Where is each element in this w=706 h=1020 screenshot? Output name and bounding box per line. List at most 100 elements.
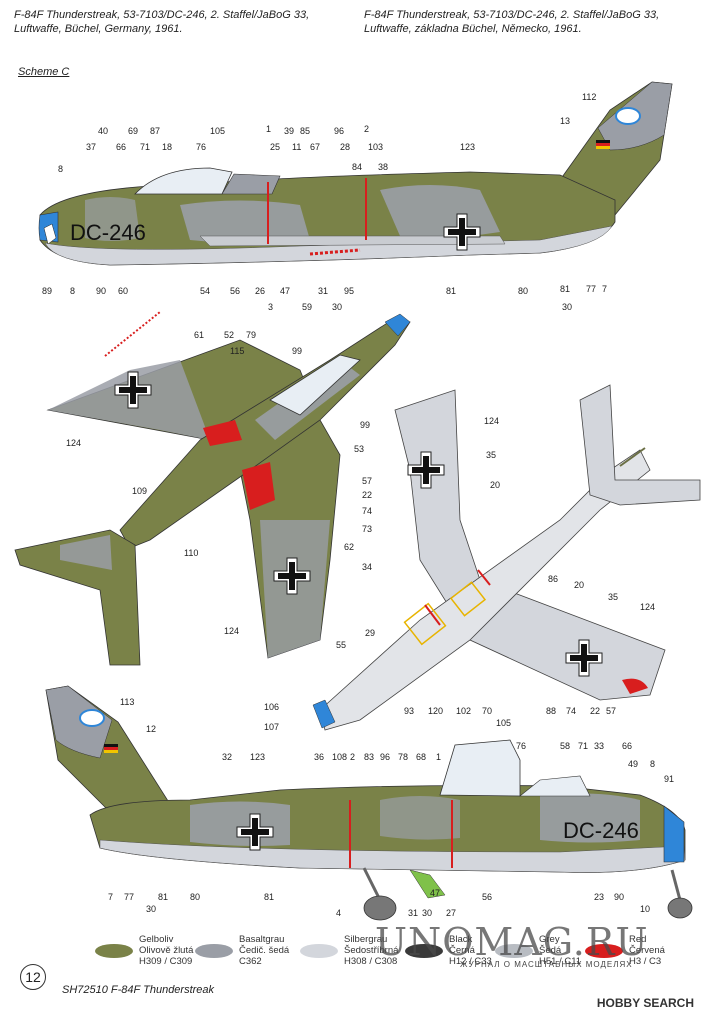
callout-number: 18 bbox=[162, 142, 172, 152]
callout-number: 93 bbox=[404, 706, 414, 716]
callout-number: 49 bbox=[628, 759, 638, 769]
callout-number: 108 bbox=[332, 752, 347, 762]
callout-number: 124 bbox=[484, 416, 499, 426]
swatch-color bbox=[495, 944, 533, 958]
callout-number: 56 bbox=[482, 892, 492, 902]
callout-number: 25 bbox=[270, 142, 280, 152]
callout-number: 30 bbox=[332, 302, 342, 312]
callout-number: 38 bbox=[378, 162, 388, 172]
callout-number: 11 bbox=[292, 142, 301, 152]
callout-number: 29 bbox=[365, 628, 375, 638]
caption-english: F-84F Thunderstreak, 53-7103/DC-246, 2. … bbox=[14, 9, 310, 35]
callout-number: 47 bbox=[280, 286, 290, 296]
callout-number: 76 bbox=[516, 741, 526, 751]
callout-number: 99 bbox=[360, 420, 370, 430]
callout-number: 33 bbox=[594, 741, 604, 751]
callout-number: 30 bbox=[146, 904, 156, 914]
callout-number: 81 bbox=[158, 892, 168, 902]
callout-number: 89 bbox=[42, 286, 52, 296]
callout-number: 2 bbox=[364, 124, 369, 134]
callout-number: 88 bbox=[546, 706, 556, 716]
callout-number: 47 bbox=[430, 888, 440, 898]
callout-number: 59 bbox=[302, 302, 312, 312]
callout-number: 60 bbox=[118, 286, 128, 296]
watermark-subtitle: ЖУРНАЛ О МАСШТАБНЫХ МОДЕЛЯХ bbox=[460, 960, 633, 969]
callout-number: 112 bbox=[582, 92, 596, 102]
callout-number: 73 bbox=[362, 524, 372, 534]
callout-number: 69 bbox=[128, 126, 138, 136]
callout-number: 23 bbox=[594, 892, 604, 902]
callout-number: 86 bbox=[548, 574, 558, 584]
callout-number: 2 bbox=[350, 752, 355, 762]
brand-logo-text: HOBBY SEARCH bbox=[596, 996, 694, 1010]
callout-number: 39 bbox=[284, 126, 294, 136]
swatch-color bbox=[585, 944, 623, 958]
callout-number: 7 bbox=[602, 284, 607, 294]
callout-number: 81 bbox=[446, 286, 456, 296]
callout-number: 80 bbox=[518, 286, 528, 296]
callout-number: 83 bbox=[364, 752, 374, 762]
callout-number: 76 bbox=[196, 142, 206, 152]
callout-number: 67 bbox=[310, 142, 320, 152]
callout-number: 8 bbox=[650, 759, 655, 769]
callout-number: 80 bbox=[190, 892, 200, 902]
callout-number: 87 bbox=[150, 126, 160, 136]
callout-number: 109 bbox=[132, 486, 147, 496]
callout-number: 10 bbox=[640, 904, 650, 914]
callout-number: 26 bbox=[255, 286, 265, 296]
bottom-profile-code: DC-246 bbox=[563, 818, 639, 843]
callout-number: 81 bbox=[560, 284, 570, 294]
page-number: 12 bbox=[20, 964, 46, 990]
callout-number: 71 bbox=[140, 142, 150, 152]
callout-number: 66 bbox=[116, 142, 126, 152]
callout-number: 8 bbox=[70, 286, 75, 296]
callout-number: 115 bbox=[230, 346, 244, 356]
callout-number: 106 bbox=[264, 702, 279, 712]
callout-number: 56 bbox=[230, 286, 240, 296]
callout-number: 37 bbox=[86, 142, 96, 152]
swatch-color bbox=[300, 944, 338, 958]
callout-number: 96 bbox=[334, 126, 344, 136]
callout-number: 53 bbox=[354, 444, 364, 454]
callout-number: 99 bbox=[292, 346, 302, 356]
callout-number: 74 bbox=[566, 706, 576, 716]
callout-number: 34 bbox=[362, 562, 372, 572]
callout-number: 27 bbox=[446, 908, 456, 918]
callout-number: 22 bbox=[590, 706, 600, 716]
callout-number: 79 bbox=[246, 330, 256, 340]
callout-number: 40 bbox=[98, 126, 108, 136]
callout-number: 84 bbox=[352, 162, 362, 172]
bottom-side-profile: DC-246 bbox=[45, 685, 693, 921]
callout-number: 91 bbox=[664, 774, 674, 784]
callout-number: 105 bbox=[210, 126, 225, 136]
callout-number: 8 bbox=[58, 164, 63, 174]
callout-number: 20 bbox=[490, 480, 500, 490]
top-profile-code: DC-246 bbox=[70, 220, 146, 245]
callout-number: 57 bbox=[606, 706, 616, 716]
callout-number: 123 bbox=[460, 142, 475, 152]
callout-number: 30 bbox=[562, 302, 572, 312]
top-side-profile: DC-246 bbox=[38, 81, 673, 266]
callout-number: 102 bbox=[456, 706, 471, 716]
callout-number: 62 bbox=[344, 542, 354, 552]
callout-number: 90 bbox=[614, 892, 624, 902]
callout-number: 81 bbox=[264, 892, 274, 902]
callout-number: 113 bbox=[120, 697, 134, 707]
callout-number: 66 bbox=[622, 741, 632, 751]
callout-number: 123 bbox=[250, 752, 265, 762]
watermark: UNOMAG.RU bbox=[375, 920, 649, 964]
callout-number: 105 bbox=[496, 718, 511, 728]
callout-number: 68 bbox=[416, 752, 426, 762]
callout-number: 124 bbox=[224, 626, 239, 636]
callout-number: 77 bbox=[124, 892, 134, 902]
callout-number: 30 bbox=[422, 908, 432, 918]
callout-number: 31 bbox=[318, 286, 328, 296]
caption-czech: F-84F Thunderstreak, 53-7103/DC-246, 2. … bbox=[364, 9, 660, 35]
callout-number: 124 bbox=[640, 602, 655, 612]
callout-number: 3 bbox=[268, 302, 273, 312]
swatch-color bbox=[195, 944, 233, 958]
callout-number: 32 bbox=[222, 752, 232, 762]
